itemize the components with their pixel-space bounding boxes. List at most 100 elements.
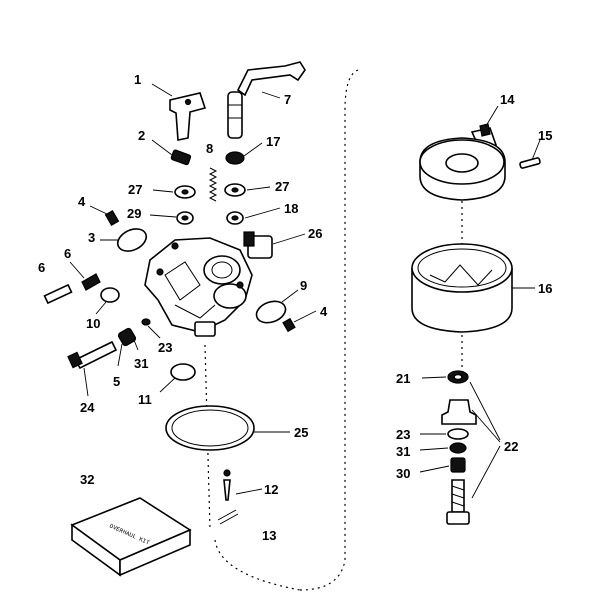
part-5-spring bbox=[117, 327, 137, 347]
part-30-nut bbox=[450, 457, 466, 473]
callout-4-upper: 4 bbox=[78, 194, 86, 209]
part-24-mixture-needle bbox=[67, 340, 118, 370]
part-3-throttle-disc bbox=[116, 228, 148, 252]
leader-30 bbox=[419, 465, 450, 473]
leader-21 bbox=[421, 376, 447, 379]
part-21-washer bbox=[447, 370, 469, 384]
callout-21: 21 bbox=[396, 371, 410, 386]
callout-17: 17 bbox=[266, 134, 280, 149]
part-1-throttle-bracket bbox=[169, 92, 207, 141]
callout-31-left: 31 bbox=[134, 356, 148, 371]
callout-26: 26 bbox=[308, 226, 322, 241]
callout-30: 30 bbox=[396, 466, 410, 481]
leader-29 bbox=[149, 214, 177, 218]
part-13-needle-clip bbox=[217, 509, 239, 525]
leader-24 bbox=[83, 367, 89, 397]
part-bowl-screw bbox=[446, 479, 470, 525]
leader-23 bbox=[147, 325, 161, 339]
leader-22c bbox=[471, 445, 501, 499]
leader-12 bbox=[235, 488, 263, 495]
callout-2: 2 bbox=[138, 128, 145, 143]
callout-27-right: 27 bbox=[275, 179, 289, 194]
part-18-washer bbox=[226, 211, 244, 225]
callout-32: 32 bbox=[80, 472, 94, 487]
part-10-o-ring bbox=[100, 287, 120, 303]
part-2-screw bbox=[170, 149, 192, 166]
leader-9 bbox=[281, 289, 299, 303]
callout-16: 16 bbox=[538, 281, 552, 296]
part-27-washer-left bbox=[174, 185, 196, 199]
leader-31 bbox=[133, 339, 139, 351]
leader-10 bbox=[95, 301, 107, 315]
assembly-divider-line-left bbox=[214, 539, 301, 591]
part-22-main-jet bbox=[441, 399, 477, 425]
callout-22: 22 bbox=[504, 439, 518, 454]
callout-24: 24 bbox=[80, 400, 95, 415]
part-27-washer-right bbox=[224, 183, 246, 197]
callout-29: 29 bbox=[127, 206, 141, 221]
leader-22b bbox=[471, 409, 501, 443]
part-17-seal bbox=[225, 151, 245, 165]
part-23-gasket-right bbox=[447, 428, 469, 440]
part-25-bowl-gasket bbox=[165, 405, 255, 451]
callout-25: 25 bbox=[294, 425, 308, 440]
callout-12: 12 bbox=[264, 482, 278, 497]
leader-7 bbox=[261, 91, 281, 99]
part-29-washer bbox=[176, 211, 194, 225]
leader-4b bbox=[293, 310, 317, 323]
callout-3: 3 bbox=[88, 230, 95, 245]
leader-17 bbox=[243, 142, 263, 157]
part-6-spring bbox=[81, 273, 101, 291]
leader-5 bbox=[117, 343, 123, 367]
part-26-fitting bbox=[243, 231, 273, 259]
part-11-gasket bbox=[170, 363, 196, 381]
callout-27-left: 27 bbox=[128, 182, 142, 197]
leader-2 bbox=[151, 139, 173, 156]
callout-11: 11 bbox=[138, 392, 152, 407]
part-4-screw-upper bbox=[104, 209, 120, 227]
callout-1: 1 bbox=[134, 72, 141, 87]
leader-27a bbox=[152, 189, 174, 193]
part-7-choke-lever bbox=[227, 61, 306, 139]
part-15-hinge-pin bbox=[519, 157, 541, 169]
assembly-divider-line bbox=[299, 69, 359, 591]
leader-18 bbox=[244, 207, 281, 219]
callout-15: 15 bbox=[538, 128, 552, 143]
leader-27b bbox=[246, 186, 271, 191]
part-6-idle-screw bbox=[43, 283, 73, 305]
callout-10: 10 bbox=[86, 316, 100, 331]
leader-6b bbox=[69, 261, 85, 279]
callout-18: 18 bbox=[284, 201, 298, 216]
part-8-spring bbox=[208, 167, 218, 202]
part-4-screw-lower bbox=[282, 317, 296, 333]
part-float bbox=[419, 137, 506, 201]
callout-8: 8 bbox=[206, 141, 213, 156]
callout-13: 13 bbox=[262, 528, 276, 543]
part-12-inlet-needle bbox=[223, 469, 231, 501]
callout-23-left: 23 bbox=[158, 340, 172, 355]
leader-15 bbox=[531, 139, 541, 161]
callout-5: 5 bbox=[113, 374, 120, 389]
part-16-float-bowl bbox=[411, 243, 513, 333]
callout-6-right: 6 bbox=[64, 246, 71, 261]
callout-14: 14 bbox=[500, 92, 515, 107]
leader-14 bbox=[485, 105, 499, 127]
callout-9: 9 bbox=[300, 278, 307, 293]
leader-22a bbox=[469, 381, 501, 441]
leader-31r bbox=[419, 447, 449, 451]
part-9-choke-disc bbox=[255, 300, 287, 324]
leader-11 bbox=[159, 377, 176, 393]
part-31-washer-left bbox=[141, 318, 151, 326]
callout-6-left: 6 bbox=[38, 260, 45, 275]
carburetor-body bbox=[144, 237, 253, 337]
callout-23-right: 23 bbox=[396, 427, 410, 442]
part-31-washer-right bbox=[449, 442, 467, 454]
callout-7: 7 bbox=[284, 92, 291, 107]
left-axis-line bbox=[204, 344, 211, 531]
leader-1 bbox=[151, 83, 173, 97]
leader-26 bbox=[272, 233, 306, 245]
leader-4a bbox=[89, 205, 108, 215]
callout-4-lower: 4 bbox=[320, 304, 328, 319]
part-32-overhaul-kit: OVERHAUL KIT bbox=[70, 497, 192, 577]
